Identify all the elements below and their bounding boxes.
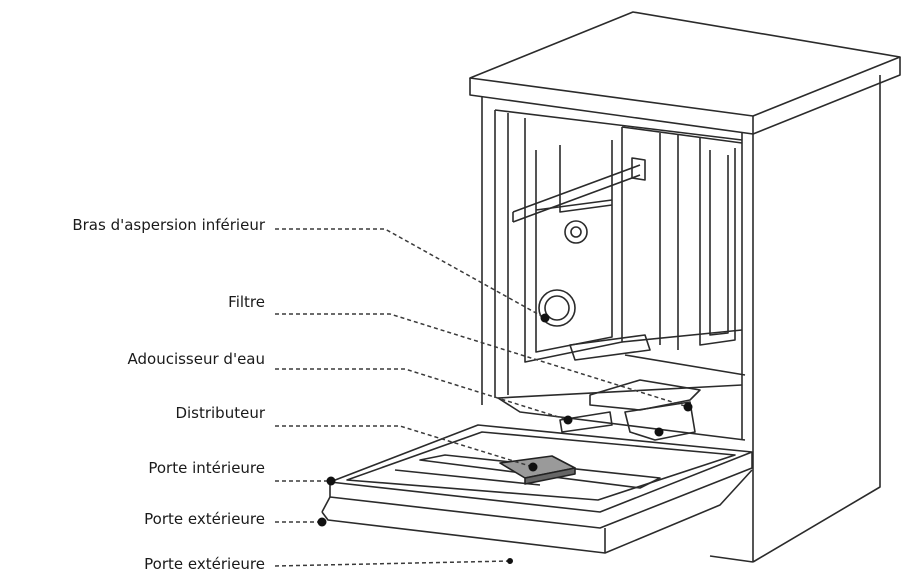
- leader-dispenser: [275, 425, 534, 468]
- open-door: [321, 424, 753, 554]
- label-lower-spray-arm: Bras d'aspersion inférieur: [72, 216, 265, 234]
- leader-water-softener: [275, 368, 569, 421]
- marker-outer-door-2: [507, 558, 513, 564]
- leader-outer-door-2: [274, 560, 511, 567]
- label-inner-door: Porte intérieure: [148, 459, 265, 477]
- label-outer-door: Porte extérieure: [144, 510, 265, 528]
- label-filter: Filtre: [228, 293, 265, 311]
- marker-outer-door-1: [317, 517, 327, 527]
- leader-lower-spray-arm: [275, 228, 546, 319]
- spray-arm-bar: [512, 157, 646, 223]
- rear-wall-circles: [538, 220, 588, 327]
- tub-interior: [494, 109, 743, 398]
- marker-filter: [683, 402, 693, 412]
- label-dispenser: Distributeur: [175, 404, 265, 422]
- worktop: [469, 11, 901, 135]
- filter-assembly: [559, 334, 701, 441]
- label-water-softener: Adoucisseur d'eau: [127, 350, 266, 368]
- marker-inner-door: [326, 476, 336, 486]
- label-outer-door-lower: Porte extérieure: [144, 555, 265, 573]
- cabinet-body: [481, 75, 881, 563]
- marker-dispenser: [528, 462, 538, 472]
- marker-water-softener: [563, 415, 573, 425]
- tub-floor: [497, 354, 746, 441]
- marker-lower-spray-arm: [540, 313, 550, 323]
- marker-filter-base: [654, 427, 664, 437]
- leader-filter: [275, 313, 686, 407]
